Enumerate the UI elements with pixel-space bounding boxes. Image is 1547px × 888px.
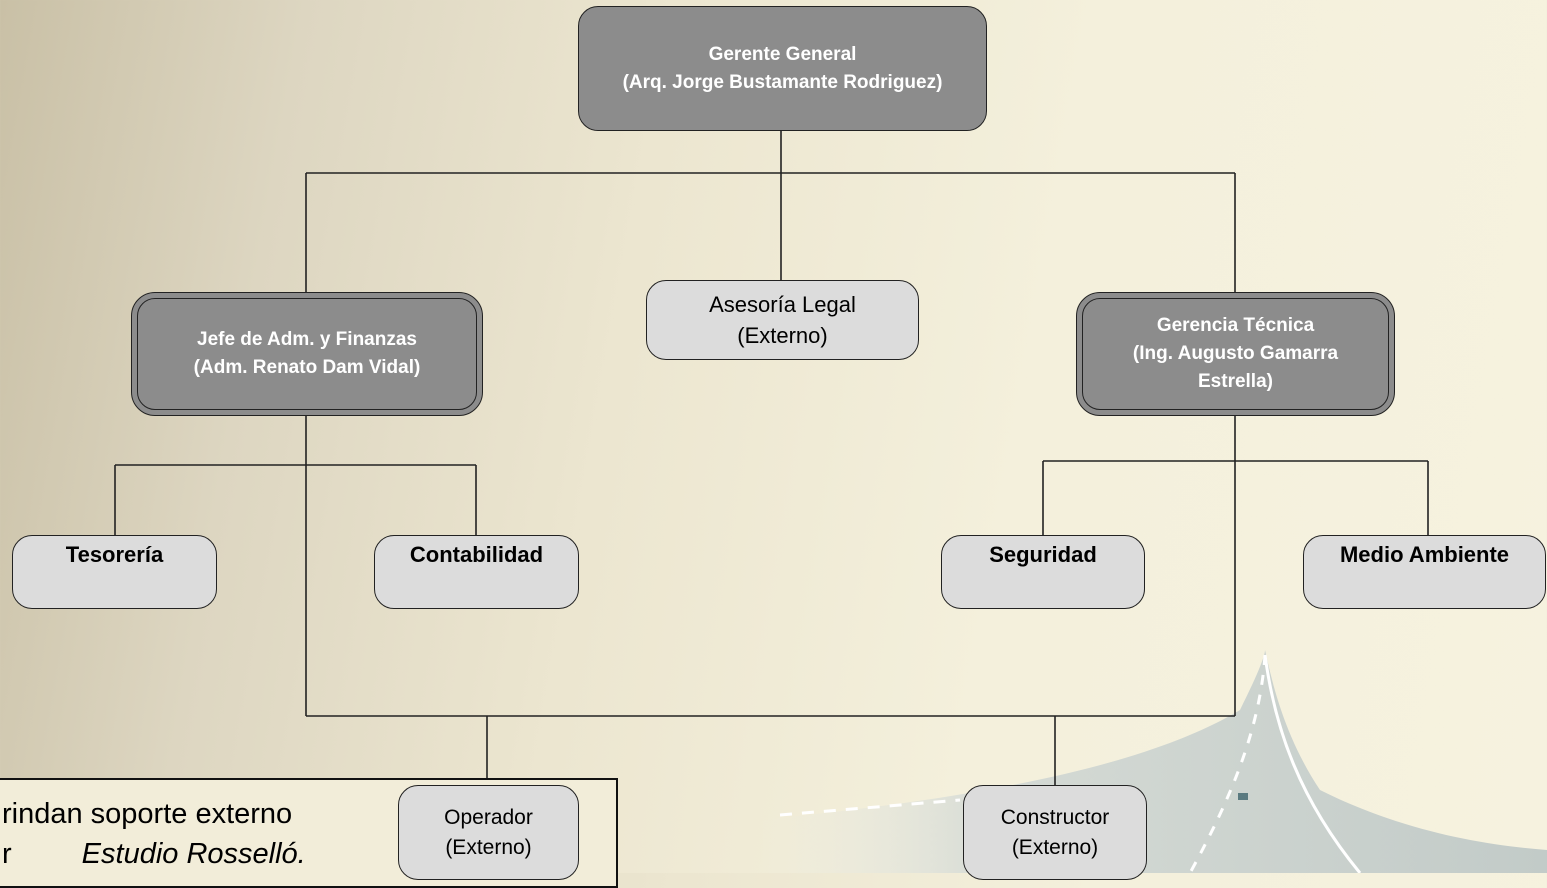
node-person: (Arq. Jorge Bustamante Rodriguez) xyxy=(622,71,943,93)
node-person: (Ing. Augusto Gamarra Estrella) xyxy=(1132,343,1339,392)
note-line-2: r Estudio Rosselló. xyxy=(2,838,306,871)
road-background-image xyxy=(760,650,1547,873)
node-subtitle: (Externo) xyxy=(1011,835,1099,859)
node-contabilidad: Contabilidad xyxy=(374,535,579,609)
node-constructor: Constructor (Externo) xyxy=(963,785,1147,880)
node-seguridad: Seguridad xyxy=(941,535,1145,609)
node-asesoria-legal: Asesoría Legal (Externo) xyxy=(646,280,919,360)
node-title: Gerencia Técnica xyxy=(1156,315,1315,336)
note-line-2-prefix: r xyxy=(2,838,12,870)
node-tesoreria: Tesorería xyxy=(12,535,217,609)
node-title: Asesoría Legal xyxy=(709,292,856,317)
node-medio-ambiente: Medio Ambiente xyxy=(1303,535,1546,609)
node-title: Tesorería xyxy=(65,542,164,567)
node-title: Seguridad xyxy=(989,542,1097,567)
note-line-1: rindan soporte externo xyxy=(2,798,293,830)
node-subtitle: (Externo) xyxy=(737,323,828,348)
node-title: Constructor xyxy=(1000,805,1110,829)
node-gerente-general: Gerente General (Arq. Jorge Bustamante Ro… xyxy=(578,6,987,131)
node-operador: Operador (Externo) xyxy=(398,785,579,880)
node-title: Operador xyxy=(444,805,533,829)
note-line-2-italic: Estudio Rosselló. xyxy=(81,838,306,870)
node-subtitle: (Externo) xyxy=(445,835,532,859)
node-title: Jefe de Adm. y Finanzas xyxy=(197,329,417,350)
node-title: Contabilidad xyxy=(409,542,544,567)
node-person: (Adm. Renato Dam Vidal) xyxy=(193,357,421,378)
node-title: Gerente General xyxy=(708,43,857,65)
node-title: Medio Ambiente xyxy=(1339,542,1510,567)
node-jefe-adm-finanzas: Jefe de Adm. y Finanzas (Adm. Renato Dam … xyxy=(131,292,483,416)
node-gerencia-tecnica: Gerencia Técnica (Ing. Augusto Gamarra Es… xyxy=(1076,292,1395,416)
